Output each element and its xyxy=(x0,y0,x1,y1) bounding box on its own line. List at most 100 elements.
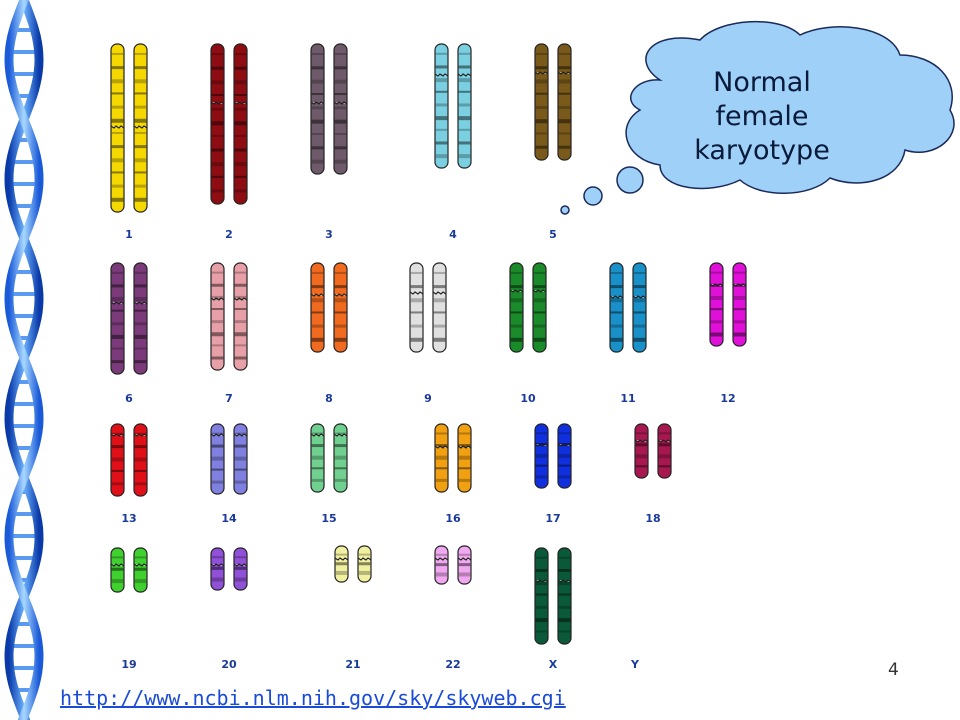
chromosome-band xyxy=(134,360,147,364)
chromosome-band xyxy=(134,579,147,584)
chromosome-band xyxy=(234,308,247,311)
chromosome-band xyxy=(134,334,147,339)
chromosome-band xyxy=(558,145,571,149)
chromosome-band xyxy=(658,443,671,447)
chromosome-band xyxy=(533,324,546,328)
centromere xyxy=(732,283,747,287)
chromosome-band xyxy=(435,154,448,159)
centromere xyxy=(310,293,325,297)
chromosome-band xyxy=(435,432,448,435)
chromosome-band xyxy=(535,432,548,435)
chromosome-band xyxy=(134,567,147,571)
chromosome-band xyxy=(633,324,646,328)
chromosome-band xyxy=(410,271,423,274)
chromosome-band xyxy=(111,297,124,302)
chromosome-band xyxy=(635,454,648,459)
chromosome-band xyxy=(234,577,247,582)
chromosome-band xyxy=(410,311,423,314)
chromosome-band xyxy=(311,271,324,274)
chromosome-band xyxy=(111,92,124,95)
chromosome-band xyxy=(111,171,124,174)
centromere xyxy=(110,301,125,305)
chromosome-band xyxy=(311,298,324,303)
centromere xyxy=(334,557,349,561)
chromosome-label: 20 xyxy=(221,658,237,671)
chromosome-pair xyxy=(434,423,472,493)
chromosome-band xyxy=(311,455,324,460)
centromere xyxy=(333,293,348,297)
chromosome-band xyxy=(433,285,446,289)
chromosome-band xyxy=(558,630,571,633)
chromosome-band xyxy=(435,52,448,55)
chromosome-band xyxy=(211,456,224,461)
chromosome-band xyxy=(134,469,147,472)
chromosome-band xyxy=(558,556,571,559)
chromosome-band xyxy=(435,90,448,93)
chromosome-band xyxy=(234,80,247,85)
centromere xyxy=(457,445,472,449)
chromosome-band xyxy=(510,311,523,314)
chromosome-band xyxy=(334,271,347,274)
chromosome-band xyxy=(134,309,147,312)
chromosome-band xyxy=(311,432,324,435)
chromosome-band xyxy=(558,79,571,84)
chromosome-band xyxy=(458,444,471,448)
chromosome-band xyxy=(111,52,124,55)
centromere xyxy=(557,443,572,447)
chromosome-label: 5 xyxy=(549,228,557,241)
chromosome-band xyxy=(234,332,247,337)
chromosome-band xyxy=(134,445,147,449)
chromosome-band xyxy=(134,197,147,202)
chromosome-band xyxy=(111,284,124,288)
chromosome-band xyxy=(234,148,247,152)
chromosome-band xyxy=(334,93,347,95)
chromosome-band xyxy=(558,119,571,124)
chromosome-band xyxy=(733,332,746,337)
chromosome-band xyxy=(234,344,247,347)
chromosome-band xyxy=(510,298,523,303)
chromosome-band xyxy=(134,79,147,84)
chromosome-band xyxy=(134,131,147,134)
chromosome-band xyxy=(433,311,446,314)
centromere xyxy=(634,439,649,443)
chromosome-band xyxy=(134,66,147,70)
chromosome-band xyxy=(458,478,471,482)
chromosome-band xyxy=(111,556,124,559)
chromosome-band xyxy=(234,468,247,471)
chromosome-band xyxy=(334,53,347,55)
centromere xyxy=(210,101,225,105)
chromosome-band xyxy=(558,618,571,623)
chromosome-band xyxy=(111,79,124,84)
chromosome-band xyxy=(334,146,347,150)
chromosome-band xyxy=(510,285,523,289)
source-link[interactable]: http://www.ncbi.nlm.nih.gov/sky/skyweb.c… xyxy=(60,686,566,710)
chromosome-band xyxy=(311,119,324,124)
chromosome-band xyxy=(211,444,224,448)
chromosome-band xyxy=(234,432,247,435)
chromosome-label: 15 xyxy=(321,512,337,525)
chromosome-band xyxy=(410,298,423,303)
centromere xyxy=(534,443,549,447)
chromosome-band xyxy=(111,184,124,188)
chromosome-band xyxy=(111,158,124,163)
chromosome-band xyxy=(733,320,746,324)
chromosome-band xyxy=(211,344,224,347)
chromosome-band xyxy=(635,432,648,435)
chromosome-band xyxy=(535,92,548,95)
chromosome-band xyxy=(610,324,623,328)
chromosome-band xyxy=(111,145,124,149)
chromosome-pair xyxy=(334,545,372,583)
chromosome-label: 10 xyxy=(520,392,536,405)
chromosome-band xyxy=(458,563,471,567)
chromosome-band xyxy=(334,455,347,460)
chromosome-band xyxy=(134,105,147,109)
chromosome-band xyxy=(134,92,147,95)
chromosome-label: Y xyxy=(631,658,639,671)
chromosome-band xyxy=(633,271,646,274)
chromosome-band xyxy=(533,337,546,342)
chromosome-band xyxy=(334,467,347,470)
chromosome-pair xyxy=(434,545,472,585)
chromosome-band xyxy=(234,134,247,137)
chromosome-band xyxy=(234,444,247,448)
chromosome-band xyxy=(533,311,546,314)
